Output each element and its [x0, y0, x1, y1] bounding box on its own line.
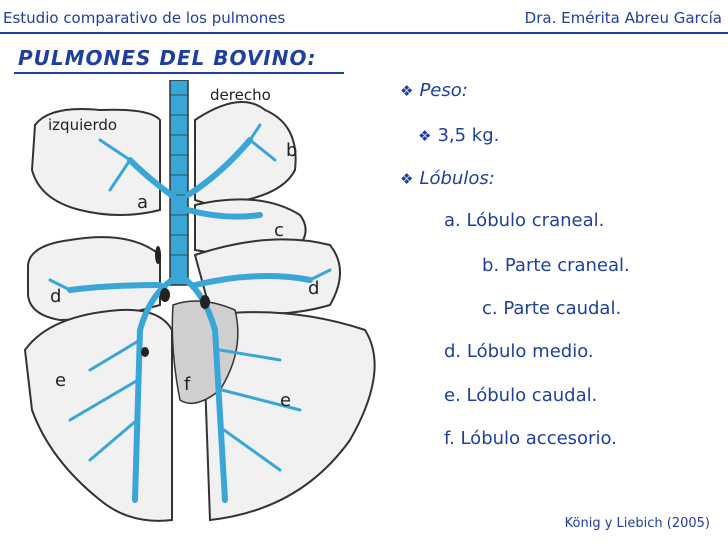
- label-d-right: d: [308, 278, 320, 299]
- peso-heading: ❖ Peso:: [400, 80, 468, 101]
- diamond-bullet-icon: ❖: [400, 82, 414, 100]
- peso-value-row: ❖ 3,5 kg.: [418, 125, 499, 146]
- header-divider: [0, 32, 728, 34]
- lobe-item-c: c. Parte caudal.: [482, 298, 622, 319]
- left-lung-middle-lobe: [27, 236, 161, 322]
- label-e-right: e: [280, 390, 292, 411]
- label-a: a: [137, 192, 149, 213]
- label-e-left: e: [55, 370, 67, 391]
- diamond-bullet-icon: ❖: [418, 127, 432, 145]
- lung-illustration: [23, 79, 376, 522]
- lymph-nodes: [141, 246, 210, 357]
- left-lung-cranial-lobe: [30, 108, 161, 216]
- lobulos-heading: ❖ Lóbulos:: [400, 168, 495, 189]
- left-lung-caudal-lobe: [23, 308, 173, 522]
- lobulos-label: Lóbulos:: [419, 168, 495, 189]
- title-underline: [14, 72, 344, 74]
- lobe-item-a: a. Lóbulo craneal.: [444, 210, 605, 231]
- header: Estudio comparativo de los pulmones Dra.…: [0, 0, 728, 30]
- label-c: c: [274, 220, 284, 241]
- header-author: Dra. Emérita Abreu García: [524, 9, 722, 27]
- label-derecho: derecho: [210, 86, 271, 104]
- right-lung-cranial-part: [194, 101, 297, 207]
- lobe-item-b: b. Parte craneal.: [482, 255, 630, 276]
- citation: König y Liebich (2005): [564, 516, 710, 531]
- lobe-item-d: d. Lóbulo medio.: [444, 341, 594, 362]
- lobe-item-e: e. Lóbulo caudal.: [444, 385, 598, 406]
- trachea: [169, 79, 189, 286]
- lung-diagram: derecho izquierdo a b c d d e e f: [10, 79, 395, 530]
- diamond-bullet-icon: ❖: [400, 170, 414, 188]
- header-course-title: Estudio comparativo de los pulmones: [3, 9, 286, 27]
- lobe-item-f: f. Lóbulo accesorio.: [444, 428, 617, 449]
- slide-title: PULMONES DEL BOVINO:: [18, 46, 317, 70]
- label-f: f: [184, 374, 191, 395]
- label-b: b: [286, 140, 298, 161]
- label-izquierdo: izquierdo: [48, 116, 118, 134]
- peso-value: 3,5 kg.: [437, 125, 500, 146]
- label-d-left: d: [50, 286, 62, 307]
- right-lung-caudal-lobe: [203, 311, 376, 522]
- peso-label: Peso:: [419, 80, 468, 101]
